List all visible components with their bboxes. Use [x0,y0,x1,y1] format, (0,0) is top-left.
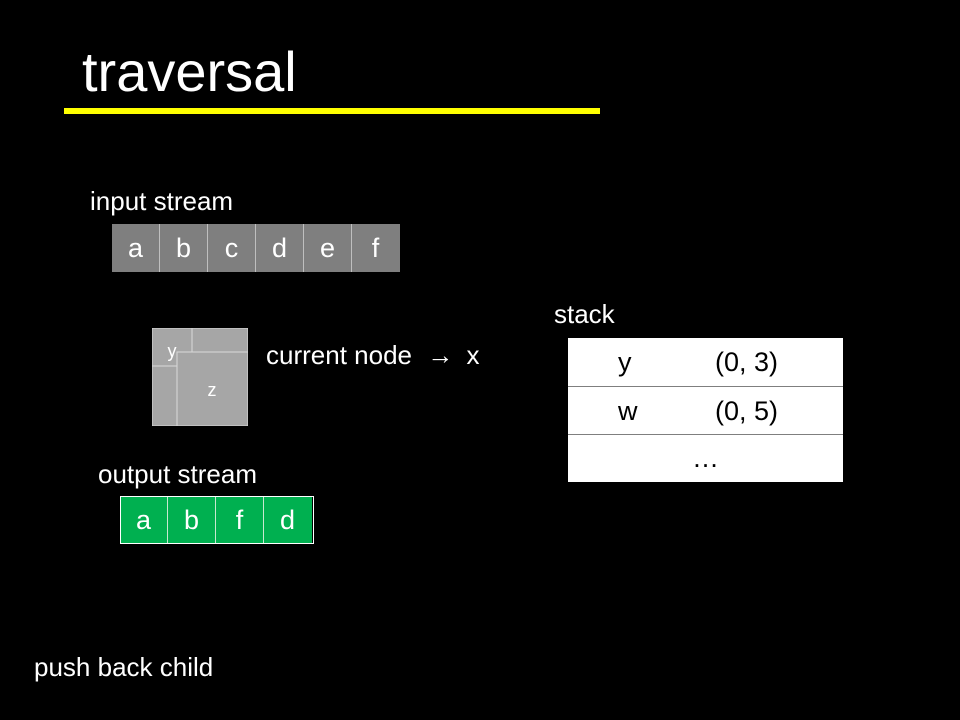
current-node-label: current node [266,340,412,370]
input-stream-item: f [352,224,400,272]
output-stream-item: f [216,496,264,544]
current-node-text: current node → x [266,339,479,371]
output-stream-item: d [264,496,312,544]
node-diagram: y z [152,328,248,426]
stack-row: w (0, 5) [568,386,843,434]
output-stream-item: b [168,496,216,544]
output-stream-label: output stream [98,459,257,489]
slide-title: traversal [82,40,297,103]
step-caption: push back child [34,652,214,682]
input-stream-item: a [112,224,160,272]
input-stream-label: input stream [90,186,234,216]
output-stream-item: a [120,496,168,544]
input-stream-item: c [208,224,256,272]
node-child-z-box [176,351,248,426]
output-stream: a b f d [120,496,312,544]
stack-row-value: (0, 5) [715,396,779,426]
stack-row: y (0, 3) [568,338,843,386]
input-stream: a b c d e f [112,224,400,272]
title-underline [64,108,600,114]
stack-row-ellipsis: … [568,434,843,482]
input-stream-item: e [304,224,352,272]
node-child-z-label: z [208,380,217,400]
stack-ellipsis: … [692,443,719,473]
node-child-y-label: y [168,341,177,361]
stack-row-value: (0, 3) [715,347,779,377]
current-node-value: x [466,340,480,370]
input-stream-item: d [256,224,304,272]
arrow-icon: → [427,340,454,370]
stack-row-name: w [618,396,638,426]
stack-label: stack [554,299,615,329]
input-stream-item: b [160,224,208,272]
stack-row-name: y [618,347,632,377]
